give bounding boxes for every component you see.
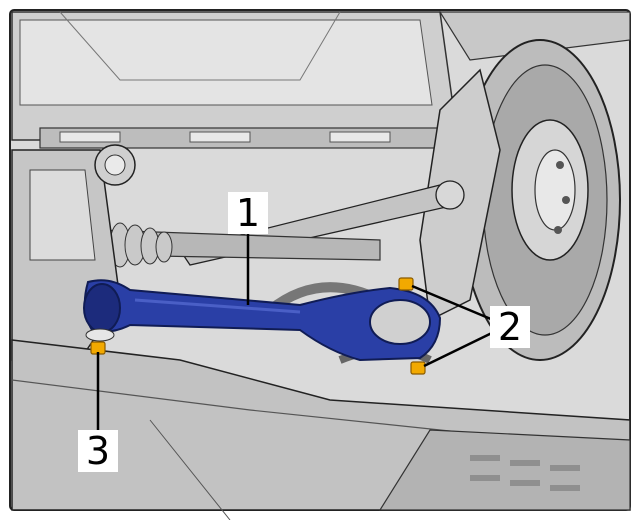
inner-mount-washer xyxy=(85,328,115,342)
crossmember-slot xyxy=(189,131,251,143)
crossmember-slot xyxy=(59,131,121,143)
leader-line-2b xyxy=(423,328,499,368)
wheel-arch-panel xyxy=(438,11,631,61)
crossmember-slot xyxy=(329,131,391,143)
subframe-bushing-inner xyxy=(104,154,126,176)
callout-3-plate xyxy=(78,430,118,472)
bolt-outer-upper xyxy=(398,277,414,291)
callout-1-plate xyxy=(228,192,268,234)
brake-disc xyxy=(459,39,621,361)
upper-body-inner-panel xyxy=(19,19,433,106)
drive-shaft-boot xyxy=(109,222,173,268)
subframe-left-inner xyxy=(29,169,96,261)
upper-link-ball-joint xyxy=(435,180,465,210)
lower-subframe-strut xyxy=(149,419,231,520)
control-arm-bushing-eye xyxy=(369,299,431,345)
bolt-outer-lower xyxy=(410,361,426,375)
body-panel-crease xyxy=(59,11,341,81)
callout-2-plate xyxy=(490,306,530,348)
leader-line-2a xyxy=(411,284,499,324)
lower-control-arm xyxy=(83,279,442,362)
underbody-vents xyxy=(470,455,580,491)
callout-3: 3 xyxy=(86,429,110,473)
control-arm-inner-mount xyxy=(83,283,121,333)
callout-2: 2 xyxy=(498,305,522,349)
callout-1: 1 xyxy=(236,191,260,235)
